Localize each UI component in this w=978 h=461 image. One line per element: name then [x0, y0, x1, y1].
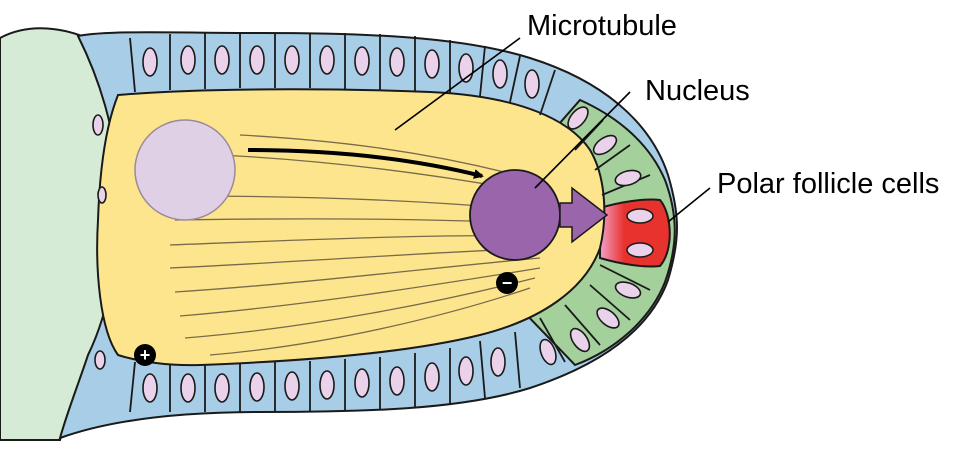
pale-nucleus — [135, 120, 235, 220]
minus-symbol: − — [502, 273, 513, 293]
oocyte-nucleus — [470, 170, 560, 260]
polar-follicle-cells-label: Polar follicle cells — [717, 168, 939, 200]
polar-cell-nucleus-2 — [627, 243, 653, 257]
polar-cell-nucleus-1 — [627, 209, 653, 223]
nucleus-label: Nucleus — [645, 75, 750, 107]
microtubule-label: Microtubule — [527, 10, 677, 42]
plus-symbol: + — [140, 345, 151, 365]
